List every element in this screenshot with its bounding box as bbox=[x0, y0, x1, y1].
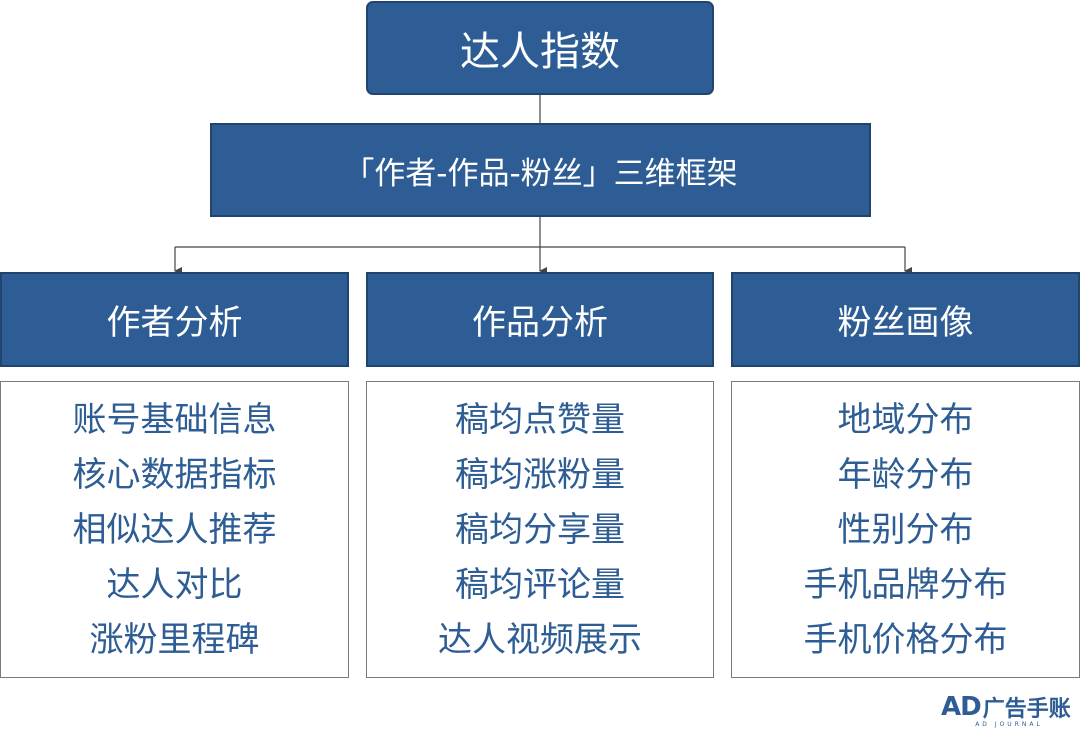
list-item: 达人对比 bbox=[106, 565, 243, 605]
list-item: 稿均涨粉量 bbox=[455, 455, 625, 495]
framework-node: 「作者-作品-粉丝」三维框架 bbox=[210, 123, 871, 217]
list-item: 账号基础信息 bbox=[72, 400, 277, 440]
logo-subtitle: AD JOURNAL bbox=[975, 721, 1043, 728]
list-item: 性别分布 bbox=[837, 510, 974, 550]
list-item: 手机品牌分布 bbox=[803, 565, 1008, 605]
list-item: 相似达人推荐 bbox=[72, 510, 277, 550]
logo-main: AD 广告手账 bbox=[941, 692, 1071, 722]
author-analysis-list: 账号基础信息 核心数据指标 相似达人推荐 达人对比 涨粉里程碑 bbox=[0, 381, 349, 678]
category-author-analysis: 作者分析 bbox=[0, 272, 349, 367]
logo-mark: AD bbox=[941, 692, 982, 722]
list-item: 地域分布 bbox=[837, 400, 974, 440]
list-item: 达人视频展示 bbox=[438, 620, 642, 660]
logo-name: 广告手账 bbox=[982, 697, 1071, 722]
work-analysis-list: 稿均点赞量 稿均涨粉量 稿均分享量 稿均评论量 达人视频展示 bbox=[366, 381, 714, 678]
category-label: 作者分析 bbox=[106, 303, 243, 343]
list-item: 核心数据指标 bbox=[72, 455, 277, 495]
root-node-label: 达人指数 bbox=[460, 29, 620, 75]
list-item: 稿均评论量 bbox=[455, 565, 625, 605]
watermark-logo: AD 广告手账 AD JOURNAL bbox=[941, 692, 1077, 732]
list-item: 手机价格分布 bbox=[803, 620, 1008, 660]
framework-node-label: 「作者-作品-粉丝」三维框架 bbox=[343, 155, 738, 192]
category-work-analysis: 作品分析 bbox=[366, 272, 714, 367]
category-label: 粉丝画像 bbox=[837, 303, 974, 343]
fan-profile-list: 地域分布 年龄分布 性别分布 手机品牌分布 手机价格分布 bbox=[731, 381, 1080, 678]
list-item: 年龄分布 bbox=[837, 455, 974, 495]
category-label: 作品分析 bbox=[472, 303, 608, 343]
root-node: 达人指数 bbox=[366, 1, 714, 95]
list-item: 稿均分享量 bbox=[455, 510, 625, 550]
list-item: 涨粉里程碑 bbox=[89, 620, 260, 660]
category-fan-profile: 粉丝画像 bbox=[731, 272, 1080, 367]
list-item: 稿均点赞量 bbox=[455, 400, 625, 440]
